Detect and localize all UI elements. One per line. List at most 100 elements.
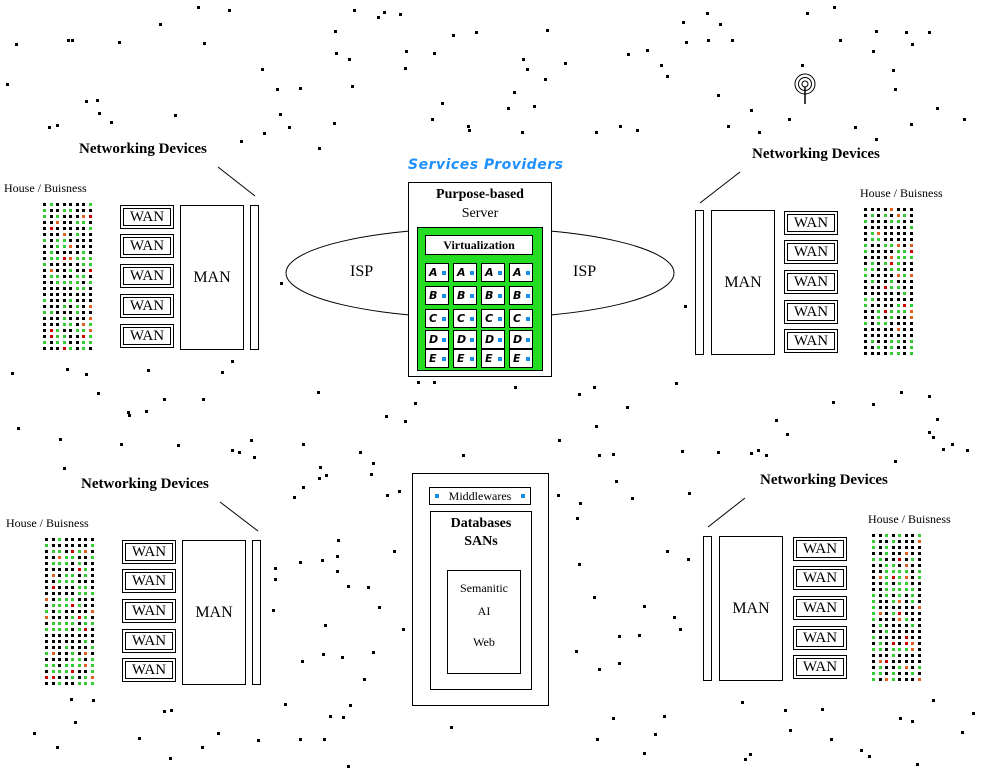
- house-dot: [62, 317, 66, 320]
- background-dot: [66, 368, 69, 371]
- house-dot: [45, 598, 48, 601]
- house-dot: [49, 281, 53, 284]
- background-dot: [546, 29, 549, 32]
- house-dot: [75, 221, 79, 224]
- vm-cell-letter: C: [485, 312, 494, 325]
- house-dot: [885, 600, 888, 603]
- house-dot: [904, 624, 908, 627]
- house-dot: [84, 598, 87, 601]
- house-dot: [917, 648, 921, 651]
- house-dot: [64, 664, 68, 667]
- house-dot: [870, 232, 874, 235]
- house-dot: [88, 323, 92, 326]
- house-dot: [885, 612, 888, 615]
- house-dot: [88, 305, 92, 308]
- background-dot: [348, 58, 351, 61]
- house-dot: [878, 540, 882, 543]
- house-dot: [883, 304, 887, 307]
- background-dot: [67, 39, 70, 42]
- house-dot: [90, 598, 94, 601]
- house-dot: [77, 610, 81, 613]
- house-dot: [909, 220, 913, 223]
- house-dot: [883, 238, 887, 241]
- house-dot: [88, 239, 92, 242]
- house-dot: [890, 244, 893, 247]
- house-dot: [56, 203, 59, 206]
- wan-box: WAN: [784, 329, 838, 353]
- house-dot: [56, 281, 59, 284]
- house-dot: [896, 334, 900, 337]
- house-dot: [911, 672, 914, 675]
- background-dot: [228, 9, 231, 12]
- house-dot: [903, 286, 906, 289]
- house-dot: [88, 263, 92, 266]
- house-dot: [885, 618, 888, 621]
- background-dot: [618, 662, 621, 665]
- background-dot: [342, 716, 345, 719]
- vm-cell-letter: E: [429, 352, 437, 365]
- house-dot: [864, 298, 867, 301]
- house-dot: [90, 586, 94, 589]
- house-dot: [58, 580, 61, 583]
- house-dot: [898, 576, 901, 579]
- house-dot: [43, 251, 46, 254]
- house-dot: [90, 640, 94, 643]
- house-dot: [898, 618, 901, 621]
- vm-cell-d: D: [509, 330, 533, 349]
- background-dot: [475, 31, 478, 34]
- background-dot: [673, 616, 676, 619]
- background-dot: [159, 23, 162, 26]
- house-dot: [909, 280, 913, 283]
- house-dot: [903, 310, 906, 313]
- background-dot: [322, 653, 325, 656]
- house-dot: [84, 664, 87, 667]
- house-dot: [877, 250, 880, 253]
- house-dot: [84, 682, 87, 685]
- background-dot: [758, 131, 761, 134]
- house-dot: [75, 233, 79, 236]
- house-dot: [84, 610, 87, 613]
- background-dot: [750, 452, 753, 455]
- house-dot: [45, 658, 48, 661]
- middlewares-dot-left: [435, 494, 439, 498]
- house-dot: [890, 250, 893, 253]
- house-dot: [909, 328, 913, 331]
- house-dot: [62, 263, 66, 266]
- house-dot: [45, 580, 48, 583]
- house-dot: [45, 634, 48, 637]
- house-dot: [77, 592, 81, 595]
- house-dot: [75, 245, 79, 248]
- house-dot: [885, 564, 888, 567]
- house-dot: [90, 622, 94, 625]
- house-dot: [84, 556, 87, 559]
- background-dot: [757, 449, 760, 452]
- house-dot: [45, 604, 48, 607]
- house-dot: [62, 287, 66, 290]
- house-dot: [885, 594, 888, 597]
- house-dot: [69, 257, 72, 260]
- house-dot: [82, 251, 85, 254]
- semantic-box: Semanitic AI Web: [447, 570, 521, 674]
- background-dot: [910, 123, 913, 126]
- house-dot: [82, 269, 85, 272]
- house-dot: [909, 286, 913, 289]
- house-dot: [911, 558, 914, 561]
- house-dot: [62, 311, 66, 314]
- background-dot: [706, 12, 709, 15]
- background-dot: [253, 456, 256, 459]
- house-dot: [864, 340, 867, 343]
- vm-cell-letter: D: [485, 333, 495, 346]
- house-dot: [878, 672, 882, 675]
- house-dot: [891, 606, 895, 609]
- house-dot: [75, 311, 79, 314]
- background-dot: [383, 11, 386, 14]
- background-dot: [276, 88, 279, 91]
- house-dot: [58, 640, 61, 643]
- house-dot: [904, 636, 908, 639]
- house-dot: [90, 616, 94, 619]
- house-dot: [88, 215, 92, 218]
- house-dot: [64, 682, 68, 685]
- house-dot: [870, 244, 874, 247]
- house-dot: [864, 292, 867, 295]
- house-dot: [82, 317, 85, 320]
